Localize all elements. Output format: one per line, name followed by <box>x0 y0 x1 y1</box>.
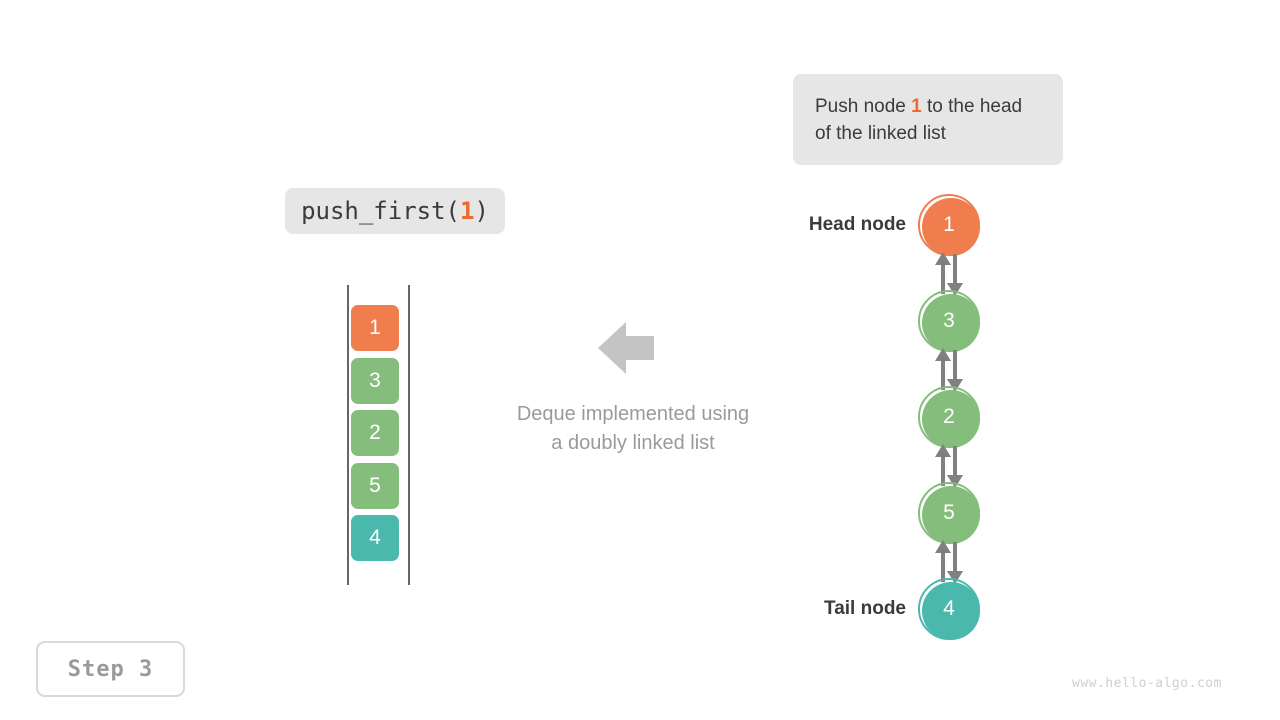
operation-argument: 1 <box>460 197 475 225</box>
deque-block-value: 3 <box>369 368 381 392</box>
callout-text: Push node 1 to the head of the linked li… <box>815 93 1041 147</box>
callout-text-after: to the head of the linked list <box>815 95 1023 144</box>
doubly-link-arrows <box>929 540 969 584</box>
head-node-label: Head node <box>808 214 906 235</box>
diagram-caption: Deque implemented using a doubly linked … <box>453 400 813 458</box>
list-node: 1 <box>918 194 980 256</box>
list-node-fill <box>922 198 980 256</box>
doubly-link-arrows <box>929 444 969 488</box>
caption-line-2: a doubly linked list <box>551 432 715 454</box>
deque-bracket-left <box>347 285 349 585</box>
deque-block: 1 <box>351 305 399 351</box>
watermark: www.hello-algo.com <box>1072 676 1222 691</box>
doubly-link-arrows <box>929 252 969 296</box>
list-node: 3 <box>918 290 980 352</box>
list-node-value: 1 <box>943 213 955 236</box>
deque-block-value: 1 <box>369 316 381 339</box>
deque-block: 5 <box>351 462 399 509</box>
deque-block: 4 <box>351 515 399 561</box>
list-node-value: 5 <box>943 501 955 524</box>
step-badge: Step 3 <box>36 641 185 697</box>
list-node: 2 <box>918 386 980 448</box>
tail-node-label: Tail node <box>824 598 906 619</box>
deque-bracket-right <box>408 285 410 585</box>
callout-highlight-value: 1 <box>911 95 922 117</box>
list-node: 5 <box>918 482 980 544</box>
list-node-fill <box>922 294 980 352</box>
callout-text-before: Push node <box>815 95 912 117</box>
list-node-value: 4 <box>943 597 955 620</box>
deque-block-value: 2 <box>369 421 381 444</box>
list-node: 4 <box>918 578 980 640</box>
list-node-fill <box>922 582 980 640</box>
operation-name: push_first( <box>301 197 461 225</box>
callout-bubble: Push node 1 to the head of the linked li… <box>793 74 1063 165</box>
list-node-fill <box>922 486 980 544</box>
deque-block-value: 4 <box>369 526 381 549</box>
deque-block: 2 <box>351 410 399 456</box>
left-arrow-icon <box>596 320 656 376</box>
list-node-value: 3 <box>943 309 955 332</box>
list-node-fill <box>922 390 980 448</box>
caption-line-1: Deque implemented using <box>516 403 750 425</box>
deque-block-value: 5 <box>369 473 381 497</box>
deque-stack: 1 3 2 5 4 <box>340 280 420 592</box>
list-node-value: 2 <box>943 405 955 428</box>
deque-block: 3 <box>351 357 399 404</box>
doubly-link-arrows <box>929 348 969 392</box>
operation-close-paren: ) <box>474 197 489 225</box>
operation-label: push_first(1) <box>285 188 505 234</box>
